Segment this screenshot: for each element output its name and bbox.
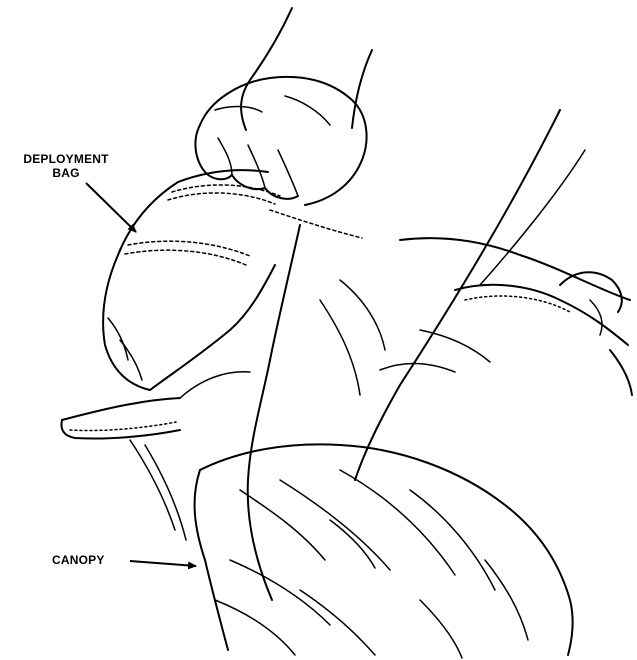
canopy-arrow xyxy=(130,561,196,566)
deployment-bag-label: DEPLOYMENT BAG xyxy=(2,152,130,180)
hand xyxy=(195,77,366,205)
canopy-bundle xyxy=(195,444,573,658)
deployment-bag-label-line1: DEPLOYMENT xyxy=(2,152,130,166)
deployment-bag xyxy=(103,170,362,390)
deployment-bag-arrow xyxy=(86,183,136,232)
deployment-bag-label-line2: BAG xyxy=(2,166,130,180)
arm-outline xyxy=(241,8,585,600)
canopy-label: CANOPY xyxy=(52,553,132,567)
